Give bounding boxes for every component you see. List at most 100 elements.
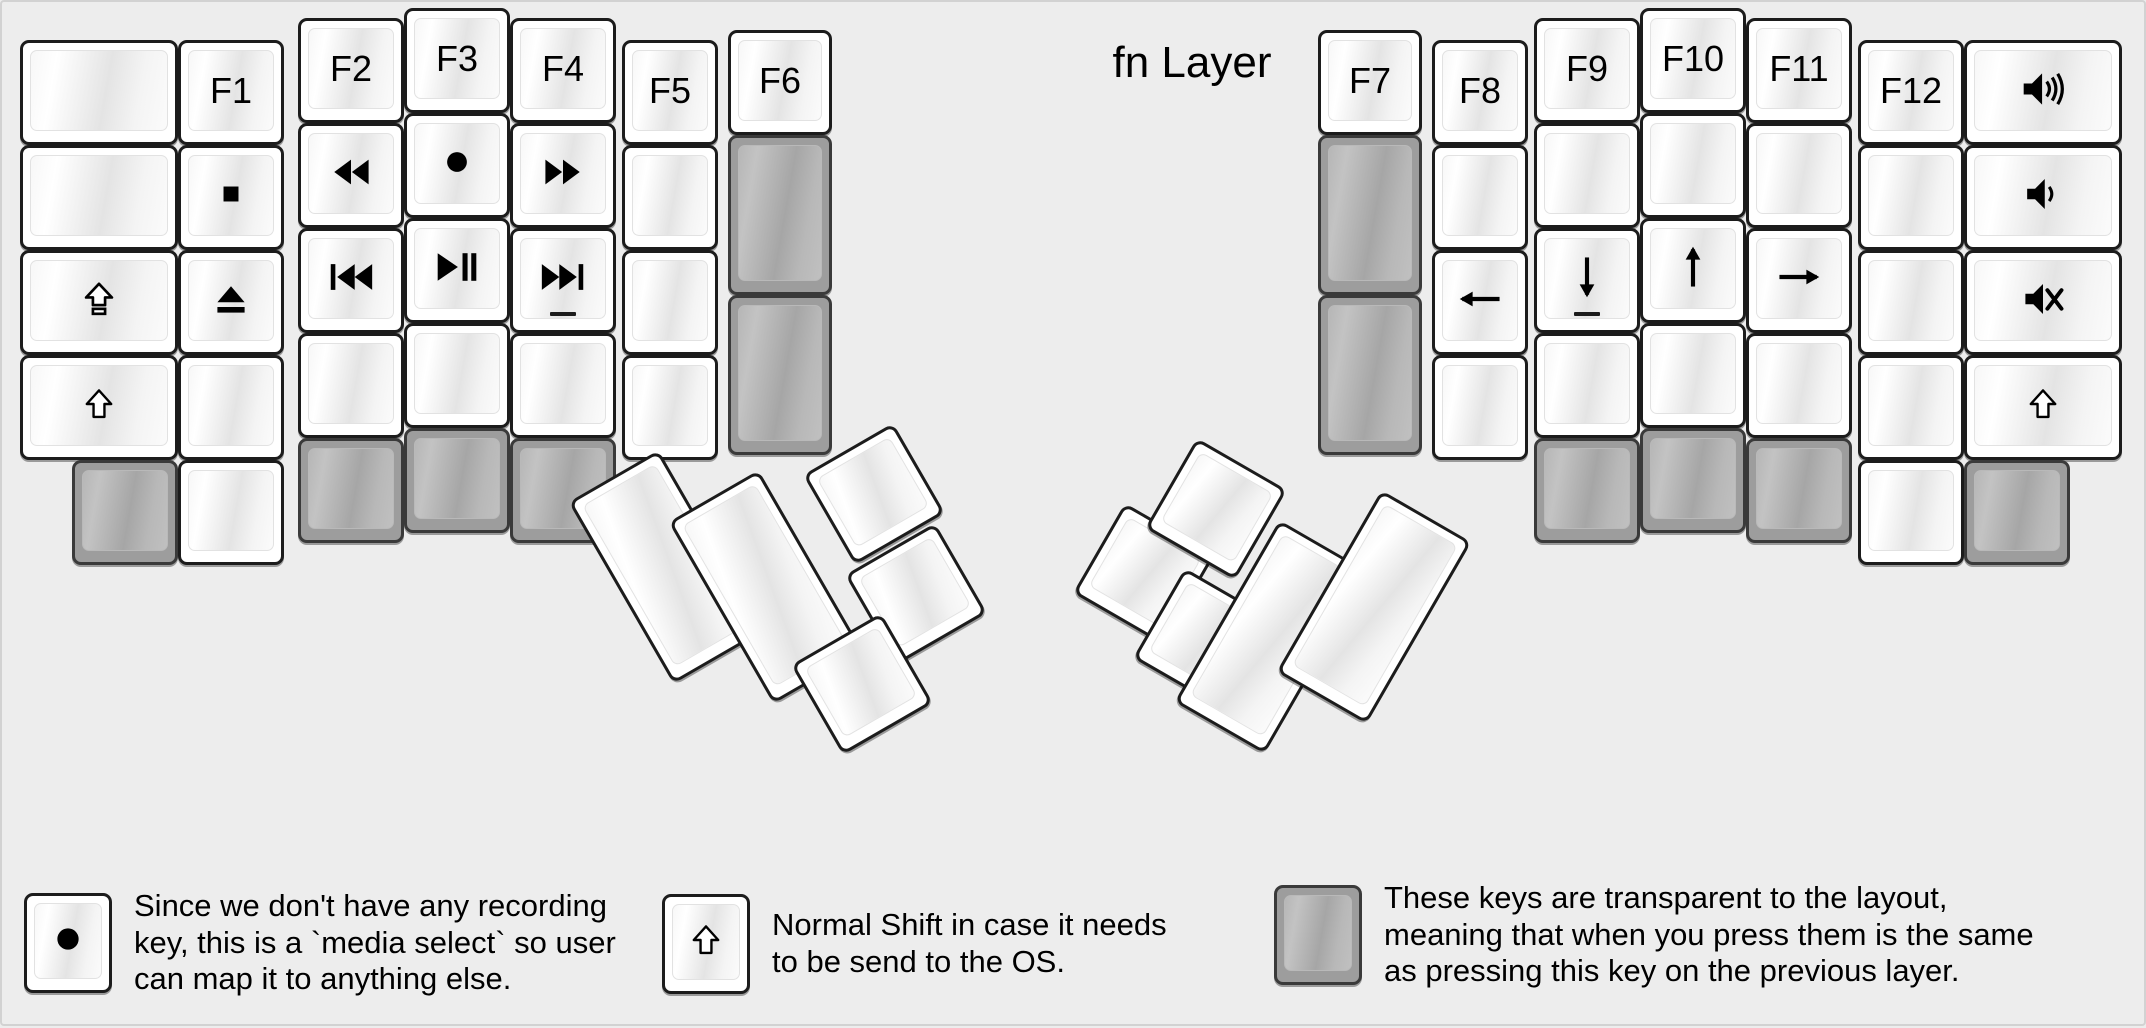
media-record-icon	[438, 143, 476, 185]
key-left-middle-column-2[interactable]	[404, 218, 510, 323]
key-left-pinky-column-2[interactable]	[178, 250, 284, 355]
key-right-inner-tall-column-1[interactable]	[1318, 135, 1422, 295]
key-right-index-inner-column-2[interactable]	[1432, 250, 1528, 355]
key-right-index-column-0[interactable]: F9	[1534, 18, 1640, 123]
keycap-surface	[1284, 894, 1352, 971]
key-left-pinky-column-4[interactable]	[178, 460, 284, 565]
key-right-ring-column-2[interactable]	[1746, 228, 1852, 333]
legend-key-1[interactable]	[662, 894, 750, 994]
key-left-middle-column-1[interactable]	[404, 113, 510, 218]
keycap-surface	[1442, 260, 1518, 341]
key-right-ring-column-4[interactable]	[1746, 438, 1852, 543]
key-right-pinky-outer-column-0[interactable]	[1964, 40, 2122, 145]
keycap-surface	[738, 305, 822, 441]
keycap-surface	[816, 436, 930, 548]
key-left-ring-column-3[interactable]	[298, 333, 404, 438]
key-right-index-column-4[interactable]	[1534, 438, 1640, 543]
key-left-pinky-outer-column-0[interactable]	[20, 40, 178, 145]
key-left-pinky-column-0[interactable]: F1	[178, 40, 284, 145]
key-right-inner-tall-column-0[interactable]: F7	[1318, 30, 1422, 135]
key-right-middle-column-3[interactable]	[1640, 323, 1746, 428]
keycap-surface	[1974, 155, 2112, 236]
keycap-surface	[188, 365, 274, 446]
key-left-index-column-2[interactable]	[510, 228, 616, 333]
key-right-pinky-column-0[interactable]: F12	[1858, 40, 1964, 145]
keycap-surface	[308, 238, 394, 319]
keycap-surface	[1544, 238, 1630, 319]
legend-key-0[interactable]	[24, 892, 112, 993]
key-left-inner-tall-column-2[interactable]	[728, 295, 832, 455]
key-right-index-column-3[interactable]	[1534, 333, 1640, 438]
key-right-pinky-outer-column-4[interactable]	[1964, 460, 2070, 565]
legend-section: Since we don't have any recording key, t…	[2, 872, 2146, 1028]
key-right-ring-column-1[interactable]	[1746, 123, 1852, 228]
key-label: F8	[1458, 69, 1501, 111]
key-right-pinky-column-2[interactable]	[1858, 250, 1964, 355]
keycap-surface	[188, 470, 274, 551]
keycap-surface	[82, 470, 168, 551]
key-left-pinky-column-1[interactable]	[178, 145, 284, 250]
key-left-index-column-0[interactable]: F4	[510, 18, 616, 123]
key-left-middle-column-0[interactable]: F3	[404, 8, 510, 113]
key-left-pinky-outer-column-3[interactable]	[20, 355, 178, 460]
keycap-surface	[520, 343, 606, 424]
keycap-surface	[30, 365, 168, 446]
key-right-middle-column-0[interactable]: F10	[1640, 8, 1746, 113]
key-right-index-column-1[interactable]	[1534, 123, 1640, 228]
key-left-index-inner-column-1[interactable]	[622, 145, 718, 250]
volume-down-icon	[2021, 172, 2065, 220]
key-right-index-column-2[interactable]	[1534, 228, 1640, 333]
key-right-ring-column-0[interactable]: F11	[1746, 18, 1852, 123]
key-right-index-inner-column-1[interactable]	[1432, 145, 1528, 250]
key-left-index-inner-column-0[interactable]: F5	[622, 40, 718, 145]
caps-lock-icon	[80, 279, 118, 323]
keycap-surface	[1756, 133, 1842, 214]
key-right-pinky-outer-column-1[interactable]	[1964, 145, 2122, 250]
key-left-pinky-outer-column-4[interactable]	[72, 460, 178, 565]
key-left-pinky-outer-column-2[interactable]	[20, 250, 178, 355]
keycap-surface	[1974, 260, 2112, 341]
legend-key-2[interactable]	[1274, 884, 1362, 985]
key-left-ring-column-4[interactable]	[298, 438, 404, 543]
key-right-inner-tall-column-2[interactable]	[1318, 295, 1422, 455]
key-left-index-inner-column-3[interactable]	[622, 355, 718, 460]
key-left-ring-column-0[interactable]: F2	[298, 18, 404, 123]
legend-text-0: Since we don't have any recording key, t…	[134, 888, 616, 997]
keycap-surface	[1974, 50, 2112, 131]
key-right-pinky-outer-column-3[interactable]	[1964, 355, 2122, 460]
key-label: F6	[758, 59, 801, 101]
media-stop-icon	[214, 177, 248, 215]
key-left-index-column-3[interactable]	[510, 333, 616, 438]
key-right-ring-column-3[interactable]	[1746, 333, 1852, 438]
key-right-index-inner-column-0[interactable]: F8	[1432, 40, 1528, 145]
keycap-surface	[188, 260, 274, 341]
keycap-surface: F9	[1544, 28, 1630, 109]
record-circle-icon	[49, 920, 87, 962]
keycap-surface	[738, 145, 822, 281]
key-left-pinky-outer-column-1[interactable]	[20, 145, 178, 250]
legend-item-2: These keys are transparent to the layout…	[1274, 880, 2034, 990]
key-right-pinky-column-4[interactable]	[1858, 460, 1964, 565]
key-left-index-inner-column-2[interactable]	[622, 250, 718, 355]
key-left-ring-column-2[interactable]	[298, 228, 404, 333]
key-right-middle-column-4[interactable]	[1640, 428, 1746, 533]
key-right-middle-column-1[interactable]	[1640, 113, 1746, 218]
key-right-pinky-outer-column-2[interactable]	[1964, 250, 2122, 355]
secondary-marker	[550, 312, 576, 316]
key-left-pinky-column-3[interactable]	[178, 355, 284, 460]
legend-text-2: These keys are transparent to the layout…	[1384, 880, 2034, 989]
key-left-inner-tall-column-1[interactable]	[728, 135, 832, 295]
key-left-inner-tall-column-0[interactable]: F6	[728, 30, 832, 135]
key-right-pinky-column-1[interactable]	[1858, 145, 1964, 250]
key-right-middle-column-2[interactable]	[1640, 218, 1746, 323]
key-left-middle-column-3[interactable]	[404, 323, 510, 428]
key-left-ring-column-1[interactable]	[298, 123, 404, 228]
key-right-index-inner-column-3[interactable]	[1432, 355, 1528, 460]
key-label: F5	[648, 69, 691, 111]
key-right-pinky-column-3[interactable]	[1858, 355, 1964, 460]
key-left-middle-column-4[interactable]	[404, 428, 510, 533]
key-label: F2	[329, 47, 372, 89]
keycap-surface	[672, 904, 740, 980]
key-left-index-column-1[interactable]	[510, 123, 616, 228]
key-label: F4	[541, 47, 584, 89]
